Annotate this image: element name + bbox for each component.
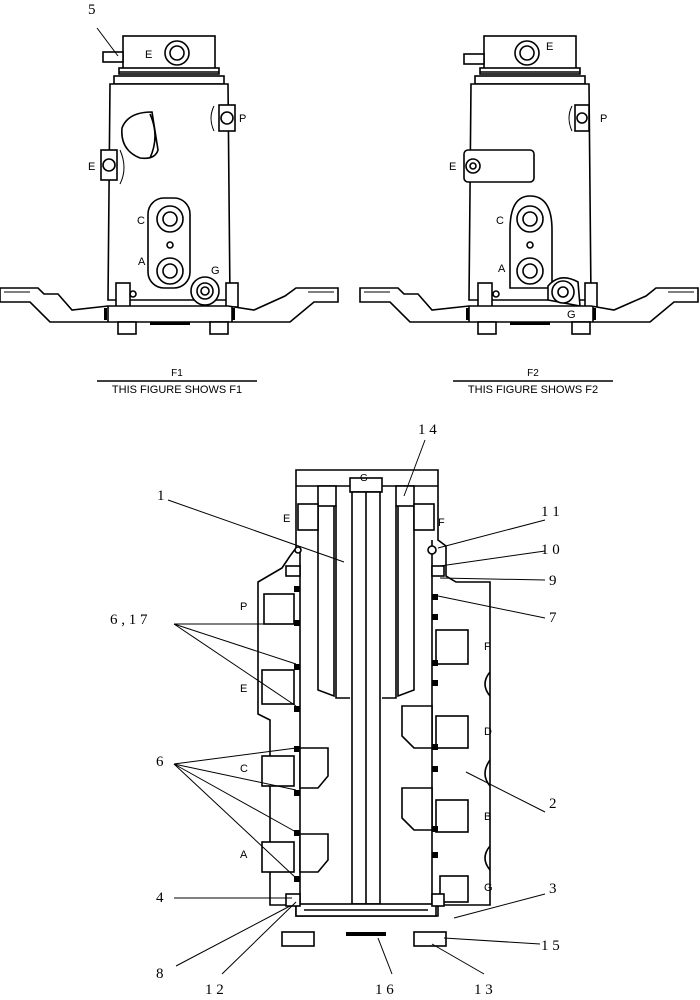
callout-6-17: 6 , 1 7 (110, 612, 148, 628)
section-label-b: B (484, 811, 491, 823)
f2-port-e-side (463, 149, 535, 183)
f2-label-p: P (600, 113, 607, 125)
section-label-c: C (240, 763, 248, 775)
f2-port-e-top (514, 40, 540, 66)
section-label-d: D (484, 726, 492, 738)
f2-label-a: A (498, 263, 506, 275)
section-view-drawing (257, 469, 491, 947)
f1-label-a: A (138, 256, 146, 268)
section-port-f (435, 629, 469, 665)
f1-port-e-top (164, 40, 190, 66)
section-label-g: G (360, 473, 368, 484)
figure-f1-drawing (0, 35, 339, 335)
f2-caption-title: F2 (527, 368, 539, 379)
f2-label-e-side: E (449, 161, 456, 173)
f1-caption-text: THIS FIGURE SHOWS F1 (112, 384, 242, 396)
callout-14: 1 4 (418, 422, 437, 438)
f1-label-e-side: E (88, 161, 95, 173)
callout-4: 4 (156, 890, 164, 906)
f1-port-a (156, 257, 184, 285)
section-label-e-left: E (240, 683, 247, 695)
section-label-e: E (283, 513, 290, 525)
f1-caption-title: F1 (171, 368, 183, 379)
section-port-c (261, 755, 295, 787)
callout-3: 3 (549, 881, 557, 897)
f1-callout-5: 5 (88, 2, 96, 18)
section-port-p (263, 593, 295, 625)
callout-7: 7 (549, 610, 557, 626)
section-port-a (261, 841, 295, 873)
f1-flange (0, 287, 339, 323)
f2-port-a (516, 257, 544, 285)
f2-label-e-top: E (546, 41, 553, 53)
section-label-f-top: F (438, 517, 445, 529)
section-label-g-right: G (484, 882, 493, 894)
callout-10: 1 0 (541, 542, 560, 558)
f2-port-g (551, 280, 575, 304)
callout-12: 1 2 (205, 982, 224, 998)
f2-label-g: G (567, 309, 576, 321)
section-label-f-right: F (484, 641, 491, 653)
f1-label-g: G (211, 265, 220, 277)
section-label-a: A (240, 849, 248, 861)
f2-flange (359, 287, 699, 323)
f1-label-c: C (137, 215, 145, 227)
callout-15: 1 5 (541, 938, 560, 954)
figure-f2-drawing (359, 35, 699, 335)
callout-13: 1 3 (474, 982, 493, 998)
callout-1: 1 (157, 488, 165, 504)
callout-8: 8 (156, 966, 164, 982)
f1-label-e-top: E (145, 49, 152, 61)
section-port-e (261, 669, 295, 705)
f2-port-c (516, 205, 544, 233)
section-label-p: P (240, 601, 247, 613)
f2-caption-text: THIS FIGURE SHOWS F2 (468, 384, 598, 396)
f1-label-p: P (239, 113, 246, 125)
section-port-b (435, 799, 469, 833)
callout-6: 6 (156, 754, 164, 770)
section-port-d (435, 715, 469, 749)
leader-lines (96, 27, 546, 975)
callout-11: 1 1 (541, 504, 560, 520)
f1-port-g (190, 276, 220, 306)
callout-16: 1 6 (375, 982, 394, 998)
callout-9: 9 (549, 573, 557, 589)
f2-label-c: C (496, 215, 504, 227)
callout-2: 2 (549, 796, 557, 812)
f1-port-c (156, 205, 184, 233)
